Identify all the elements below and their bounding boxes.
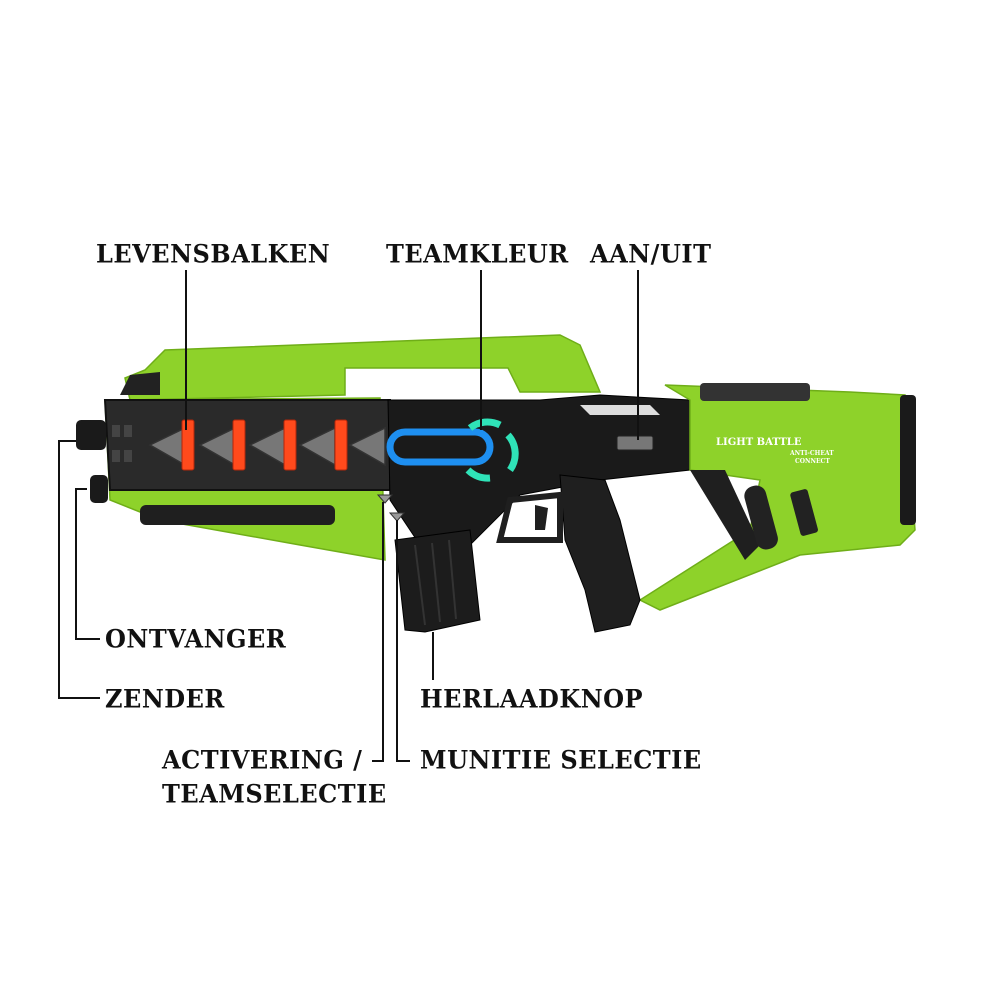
callout-line-power	[637, 270, 639, 440]
stock-slot-2	[790, 489, 818, 536]
label-health-bars: LEVENSBALKEN	[96, 238, 331, 269]
rear-sight	[120, 372, 160, 395]
label-activation-line1: ACTIVERING /	[162, 744, 363, 775]
callout-line-activation-v	[382, 502, 384, 762]
label-power: AAN/UIT	[590, 238, 712, 269]
label-reload-button: HERLAADKNOP	[420, 683, 644, 714]
butt-plate	[900, 395, 916, 525]
callout-line-receiver-h1	[75, 488, 87, 490]
callout-line-team-color	[480, 270, 482, 430]
callout-line-ammo-v	[396, 520, 398, 762]
callout-line-transmitter-h1	[58, 440, 76, 442]
callout-line-health-bars	[185, 270, 187, 430]
ammo-select-button	[388, 512, 406, 522]
callout-line-transmitter-v	[58, 440, 60, 698]
label-activation-line2: TEAMSELECTIE	[162, 778, 387, 809]
transmitter-barrel	[76, 420, 106, 450]
pistol-grip	[559, 474, 641, 633]
label-ammo-selection: MUNITIE SELECTIE	[420, 744, 702, 775]
stock-slot-1	[744, 485, 778, 550]
brand-subtext-1: ANTI-CHEAT	[789, 450, 834, 457]
trigger	[535, 505, 548, 530]
team-color-indicator	[386, 428, 494, 466]
bottom-rail	[140, 505, 335, 525]
top-stripe	[580, 405, 660, 415]
callout-line-reload-v	[432, 632, 434, 680]
label-receiver: ONTVANGER	[105, 623, 287, 654]
callout-line-ammo-h	[396, 760, 410, 762]
upper-frame	[124, 334, 602, 401]
foregrip	[690, 470, 760, 560]
label-transmitter: ZENDER	[105, 683, 225, 714]
activation-button	[376, 494, 394, 504]
power-switch	[616, 435, 654, 451]
muzzle-vents	[112, 425, 132, 462]
receiver-lens	[90, 475, 108, 503]
callout-line-activation-h	[372, 760, 384, 762]
brand-subtext-2: CONNECT	[795, 458, 830, 465]
callout-line-receiver-v	[75, 488, 77, 640]
brand-text: LIGHT BATTLE	[716, 437, 802, 448]
team-color-ring	[465, 418, 519, 482]
stock-top-strip	[700, 383, 810, 401]
label-team-color: TEAMKLEUR	[386, 238, 569, 269]
magazine	[394, 529, 481, 633]
magazine-ribs	[414, 539, 457, 626]
callout-line-receiver-h2	[75, 638, 100, 640]
callout-line-transmitter-h2	[58, 697, 100, 699]
health-bars	[181, 419, 348, 471]
trigger-guard	[496, 491, 563, 543]
